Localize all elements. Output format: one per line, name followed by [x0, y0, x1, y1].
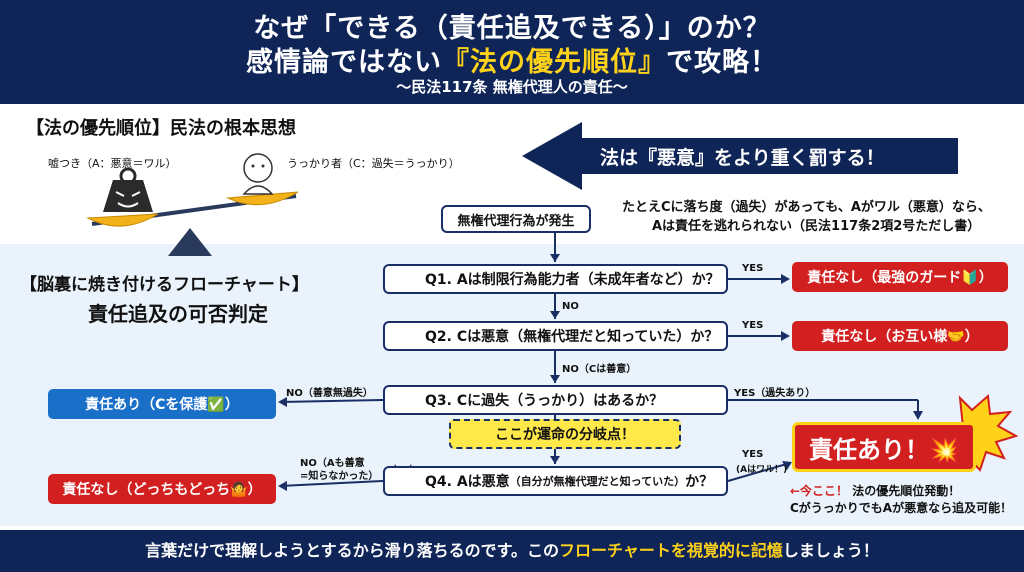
footer-highlight: フローチャートを視覚的に記憶: [559, 541, 783, 560]
result-liable-highlight: 責任あり！💥: [792, 422, 976, 472]
section2-title: 【脳裏に焼き付けるフローチャート】: [20, 275, 309, 295]
label-no-q3: NO（善意無過失）: [286, 388, 373, 399]
question-q4: Q4. Aは悪意（自分が無権代理だと知っていた）か？: [383, 466, 728, 496]
label-yes-q2: YES: [742, 320, 764, 331]
question-q3: Q3. Cに過失（うっかり）はあるか？: [383, 385, 728, 415]
label-no-q4-line2: =知らなかった）: [300, 471, 379, 482]
question-q2: Q2. Cは悪意（無権代理だと知っていた）か？: [383, 321, 728, 351]
label-no-q4-line1: NO（Aも善意: [300, 458, 365, 469]
careless-person-icon: [242, 153, 274, 195]
question-q1: Q1. Aは制限行為能力者（未成年者など）か？: [383, 264, 728, 294]
evil-weight-icon: [103, 167, 153, 212]
label-no-q1: NO: [562, 301, 579, 312]
careless-label: うっかり者（C：過失＝うっかり）: [287, 157, 460, 170]
result-liability-protect-c: 責任あり（Cを保護✅）: [48, 389, 276, 419]
section1-title: 【法の優先順位】民法の根本思想: [26, 118, 296, 139]
now-here-red: ←今ここ！: [790, 484, 849, 498]
now-here-label: ←今ここ！ 法の優先順位発動！: [790, 482, 960, 499]
label-no-q2: NO（Cは善意）: [562, 364, 637, 375]
footer-pre: 言葉だけで理解しようとするから滑り落ちるのです。この: [145, 541, 560, 560]
now-here-text: 法の優先順位発動！: [852, 484, 961, 498]
section2-subtitle: 責任追及の可否判定: [88, 302, 268, 326]
header-line2-highlight: 『法の優先順位』: [442, 47, 666, 78]
arrow-message: 法は『悪意』をより重く罰する！: [600, 147, 885, 169]
q4-end: か？: [685, 474, 714, 490]
label-yes-q3: YES（過失あり）: [734, 388, 816, 399]
note-line1: たとえCに落ち度（過失）があっても、Aがワル（悪意）なら、: [622, 200, 991, 215]
result-no-liability-guard: 責任なし（最強のガード🔰）: [792, 262, 1008, 292]
q4-main: Q4. Aは悪意: [425, 474, 510, 490]
q4-small: （自分が無権代理だと知っていた）: [509, 475, 686, 488]
note-line2: Aは責任を逃れられない（民法117条2項2号ただし書）: [652, 219, 981, 234]
result-no-liability-both: 責任なし（どっちもどっち🤷）: [48, 474, 276, 504]
header-line2-pre: 感情論ではない: [246, 47, 442, 78]
header-title-line2: 感情論ではない『法の優先順位』で攻略！: [0, 40, 1024, 79]
header-line2-post: で攻略！: [666, 47, 778, 78]
label-yes-q1: YES: [742, 263, 764, 274]
label-yes-q4-note: (Aはワル！): [736, 465, 788, 475]
footer-banner: 言葉だけで理解しようとするから滑り落ちるのです。このフローチャートを視覚的に記憶…: [0, 530, 1024, 572]
start-node: 無権代理行為が発生: [441, 205, 591, 233]
fate-branch-box: ここが運命の分岐点！: [449, 419, 681, 449]
header-title-line1: なぜ「できる（責任追及できる）」のか？: [253, 13, 771, 44]
now-here-line2: CがうっかりでもAが悪意なら追及可能！: [790, 501, 1013, 515]
liar-label: 嘘つき（A：悪意＝ワル）: [48, 157, 177, 170]
footer-post: しましょう！: [782, 541, 879, 560]
label-yes-q4: YES: [742, 449, 764, 460]
result-no-liability-mutual: 責任なし（お互い様🤝）: [792, 321, 1008, 351]
header-banner: なぜ「できる（責任追及できる）」のか？ 感情論ではない『法の優先順位』で攻略！ …: [0, 0, 1024, 104]
header-subtitle: 〜民法117条 無権代理人の責任〜: [396, 78, 628, 96]
